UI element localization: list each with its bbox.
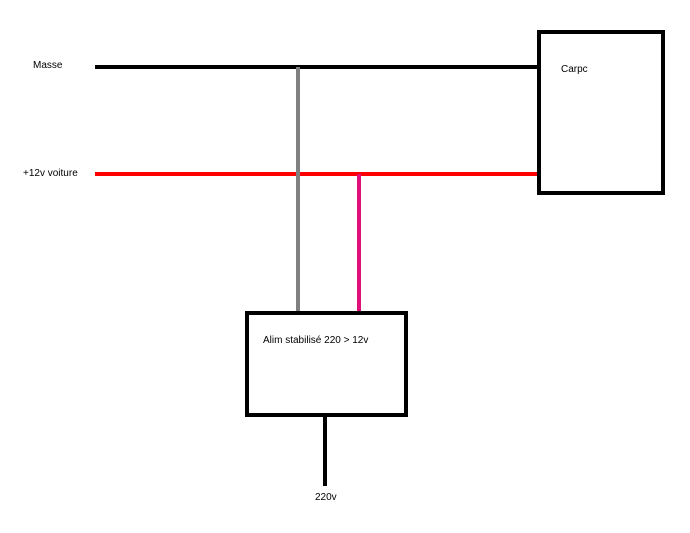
carpc-label: Carpc [561, 64, 588, 75]
masse-label: Masse [33, 60, 63, 71]
plus12v-label: +12v voiture [23, 168, 78, 179]
v220-label: 220v [315, 492, 337, 503]
alim-label: Alim stabilisé 220 > 12v [263, 335, 369, 346]
carpc-box [537, 30, 665, 195]
alim-box [245, 311, 408, 417]
